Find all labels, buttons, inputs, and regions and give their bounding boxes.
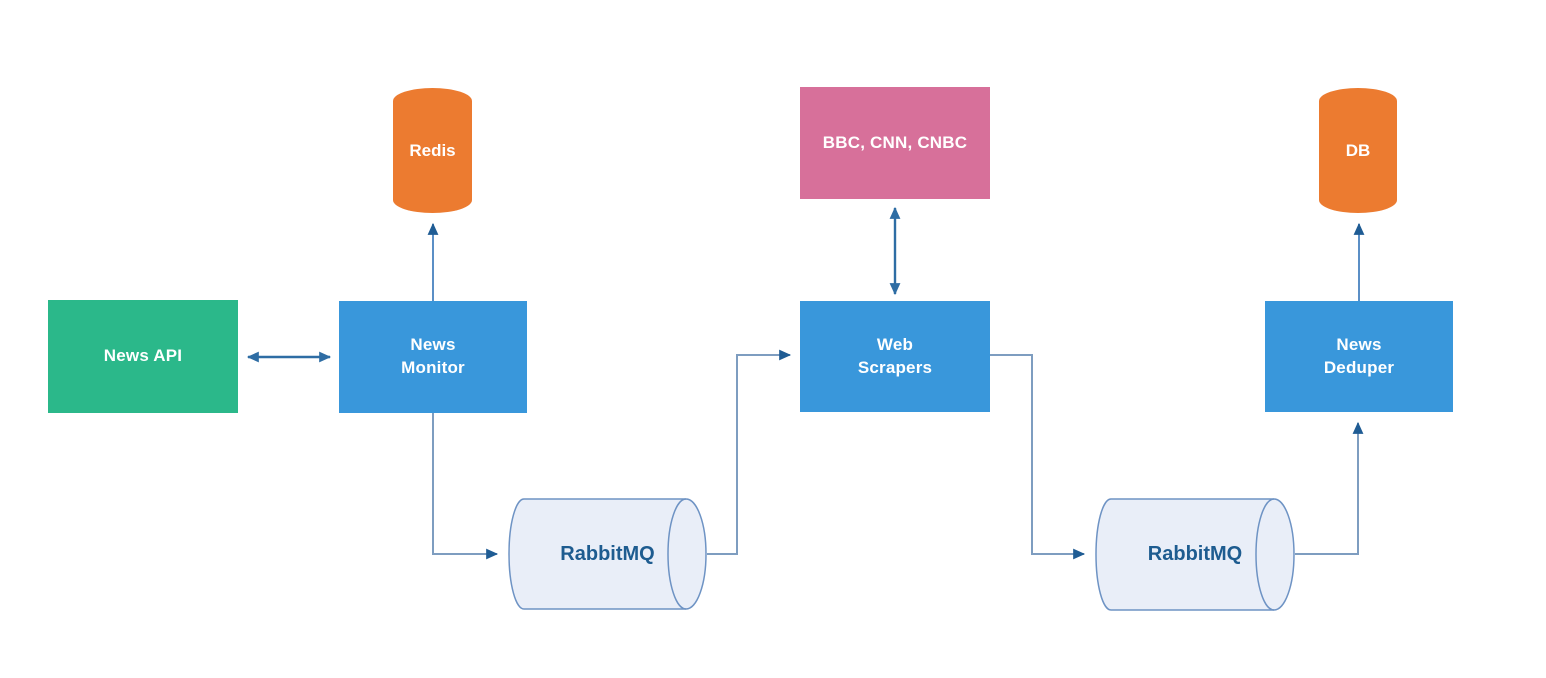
edge-rabbitmq2-newsdeduper bbox=[1295, 421, 1364, 555]
node-news-api-label: News API bbox=[103, 346, 183, 366]
edge-rabbitmq1-webscrapers bbox=[707, 349, 792, 555]
node-news-deduper[interactable]: News Deduper bbox=[1265, 301, 1453, 412]
queue-cylinder-shape bbox=[1095, 498, 1295, 611]
node-news-monitor-label: News Monitor bbox=[401, 335, 465, 377]
node-redis[interactable]: Redis bbox=[393, 88, 472, 213]
cylinder-shape bbox=[1319, 88, 1397, 213]
node-sources[interactable]: BBC, CNN, CNBC bbox=[800, 87, 990, 199]
edge-webscrapers-rabbitmq2 bbox=[990, 354, 1086, 560]
node-news-deduper-label: News Deduper bbox=[1323, 334, 1395, 377]
node-news-api[interactable]: News API bbox=[48, 300, 238, 413]
node-news-monitor[interactable]: News Monitor bbox=[339, 301, 527, 413]
node-web-scrapers[interactable]: Web Scrapers bbox=[800, 301, 990, 412]
cylinder-shape bbox=[393, 88, 472, 213]
node-db[interactable]: DB bbox=[1319, 88, 1397, 213]
node-sources-label: BBC, CNN, CNBC bbox=[822, 132, 968, 152]
node-rabbitmq-1[interactable]: RabbitMQ bbox=[508, 498, 707, 610]
node-web-scrapers-label: Web Scrapers bbox=[857, 334, 933, 377]
node-rabbitmq-2[interactable]: RabbitMQ bbox=[1095, 498, 1295, 611]
queue-cylinder-shape bbox=[508, 498, 707, 610]
edge-newsmonitor-rabbitmq1 bbox=[432, 413, 499, 560]
